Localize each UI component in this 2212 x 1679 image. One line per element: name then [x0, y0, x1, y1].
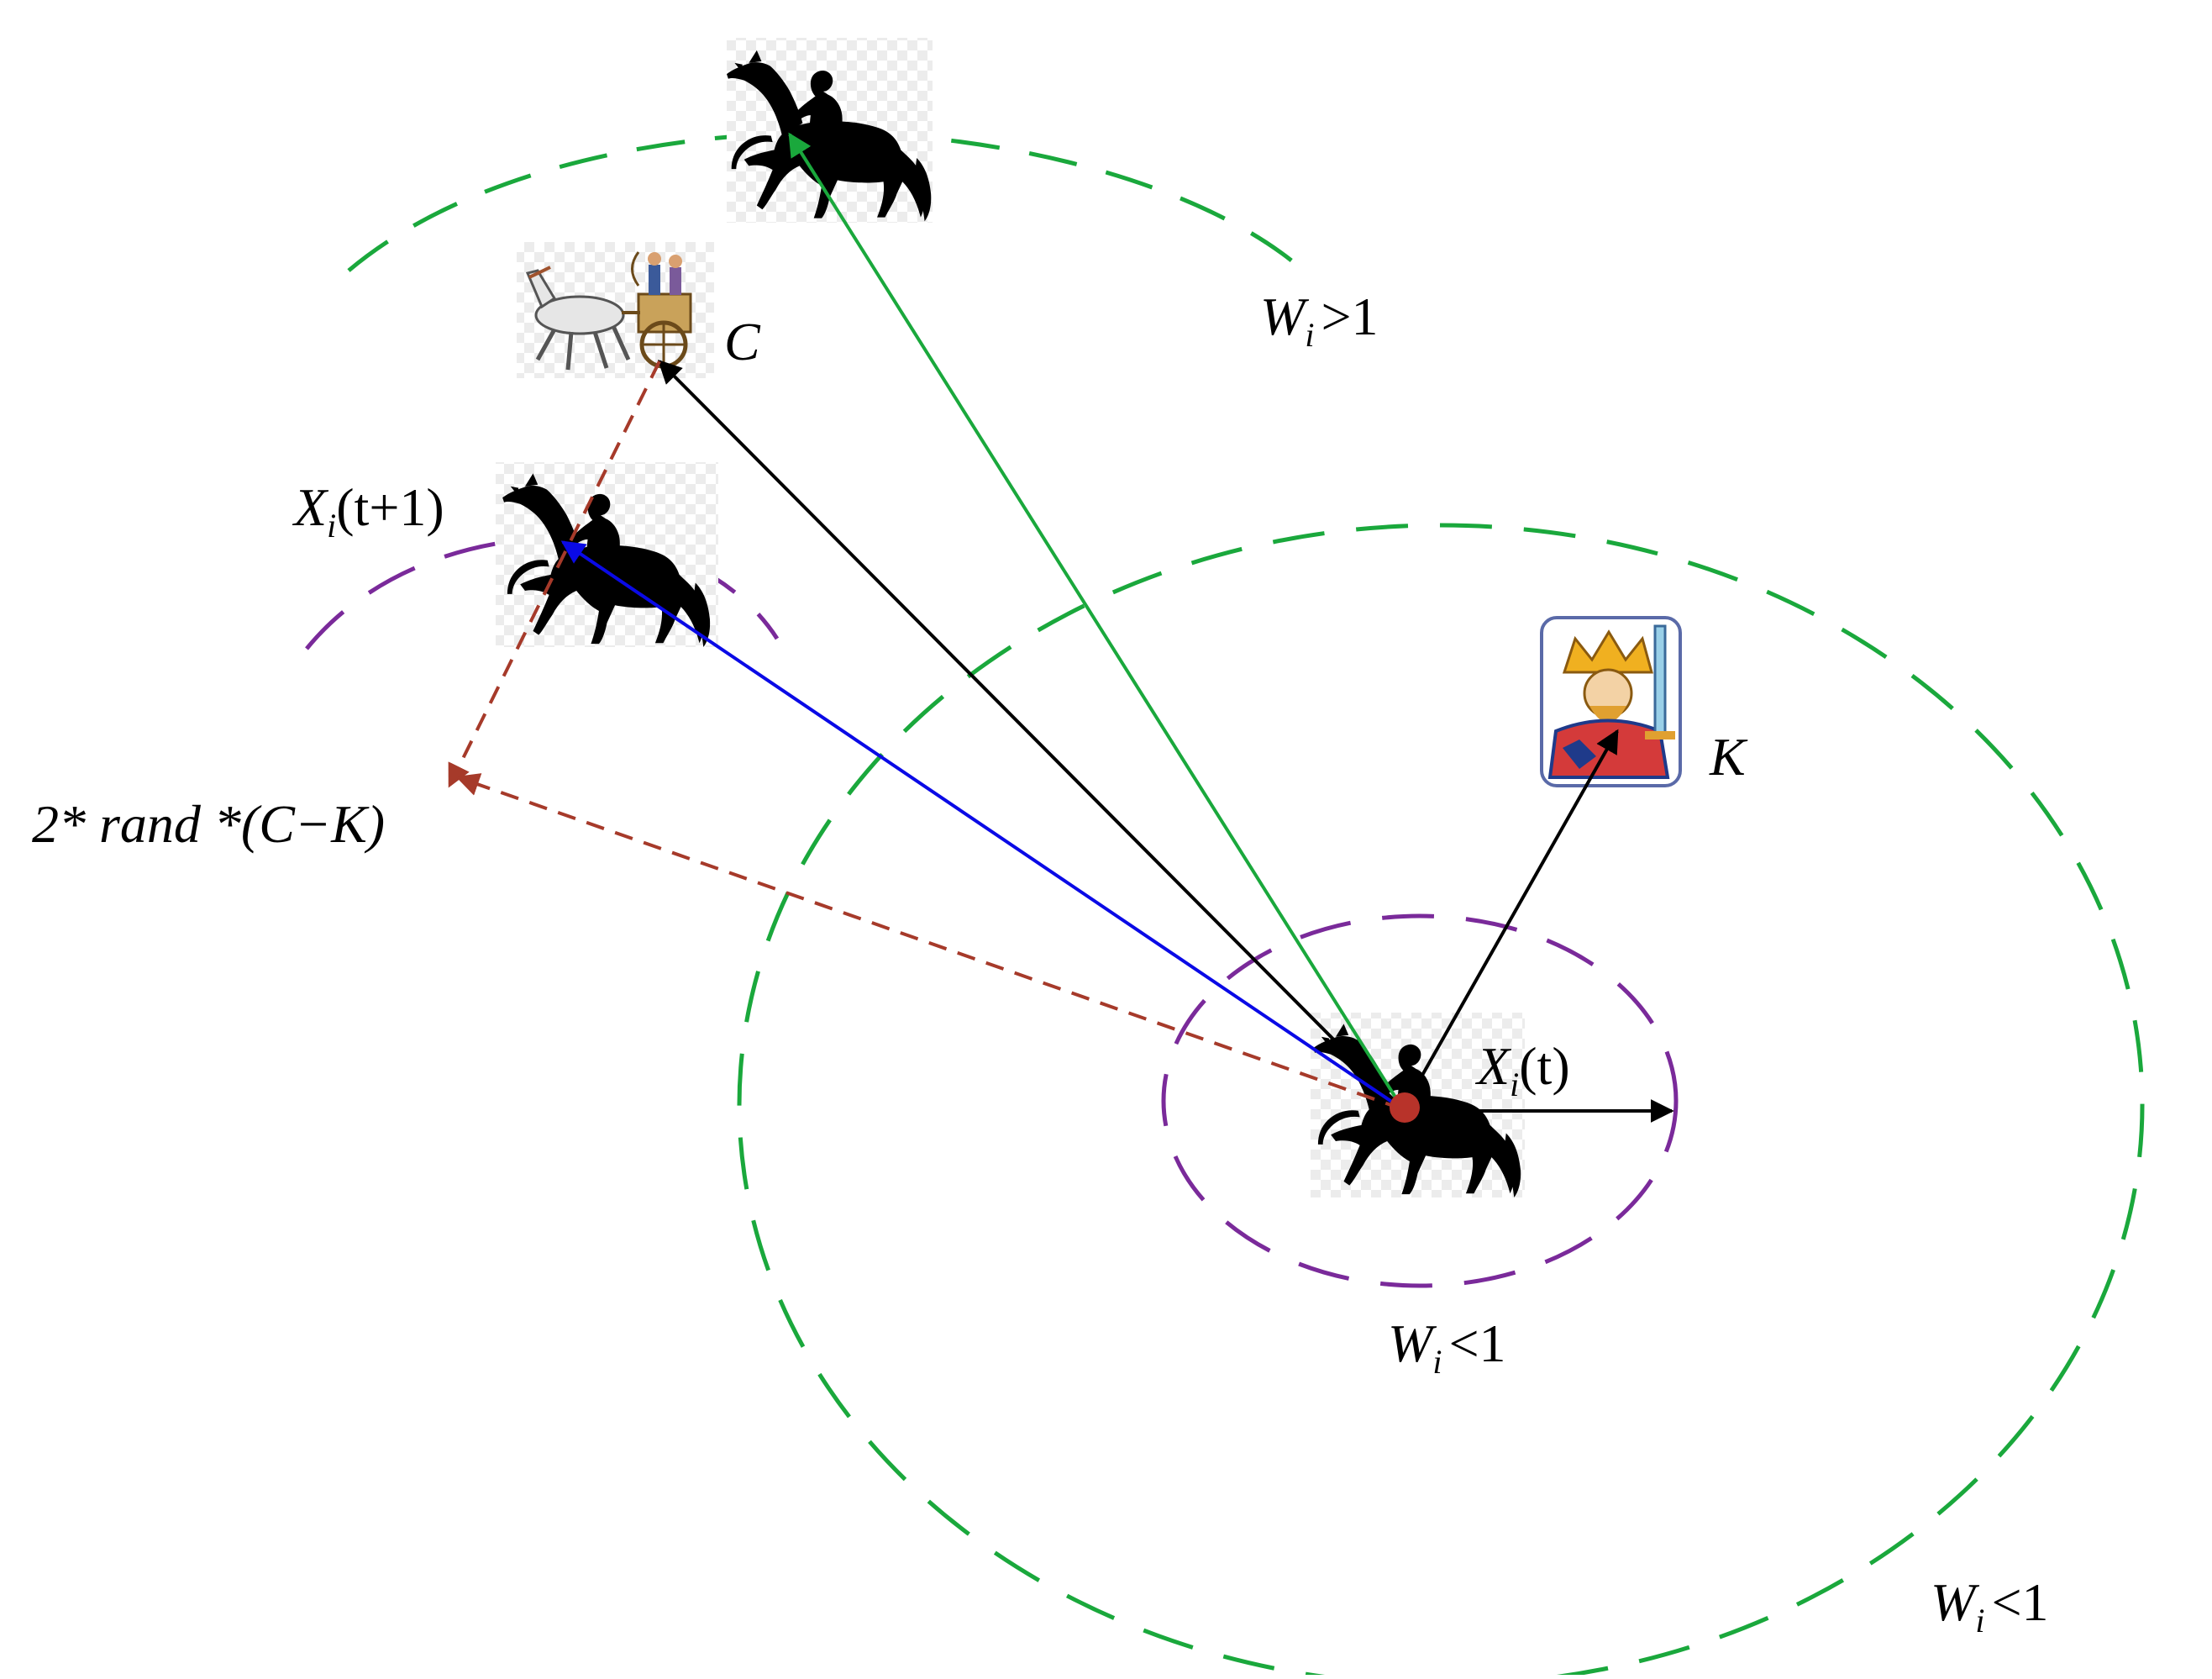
- inner-purple-dashed-circle: [1161, 913, 1679, 1288]
- label-k: K: [1709, 727, 1748, 787]
- arrow-xt-to-k: [1401, 729, 1619, 1110]
- chariot-icon: [517, 242, 714, 378]
- label-c: C: [724, 312, 761, 371]
- horseman-xt1-icon: [496, 462, 718, 647]
- label-xt1: Xi(t+1): [292, 477, 444, 545]
- outer-green-dashed-circle: [737, 523, 2145, 1679]
- horseman-top-icon: [727, 38, 933, 223]
- label-rand-expression: 2* rand *(C−K): [32, 794, 385, 854]
- label-w-inner: Wi<1: [1388, 1313, 1506, 1381]
- arrow-xt-to-xt1: [560, 540, 1405, 1111]
- label-w-top: Wi>1: [1260, 287, 1379, 354]
- arrow-c-to-rand: [448, 361, 661, 788]
- arrow-xt-to-rand: [455, 773, 1404, 1111]
- king-card-icon: [1540, 616, 1682, 787]
- label-w-outer: Wi<1: [1931, 1572, 2049, 1640]
- arrow-xt-to-top-horseman: [788, 132, 1405, 1111]
- arrow-xt-to-c: [658, 360, 1405, 1111]
- xt-position-dot: [1390, 1092, 1420, 1123]
- label-xt: Xi(t): [1474, 1036, 1570, 1103]
